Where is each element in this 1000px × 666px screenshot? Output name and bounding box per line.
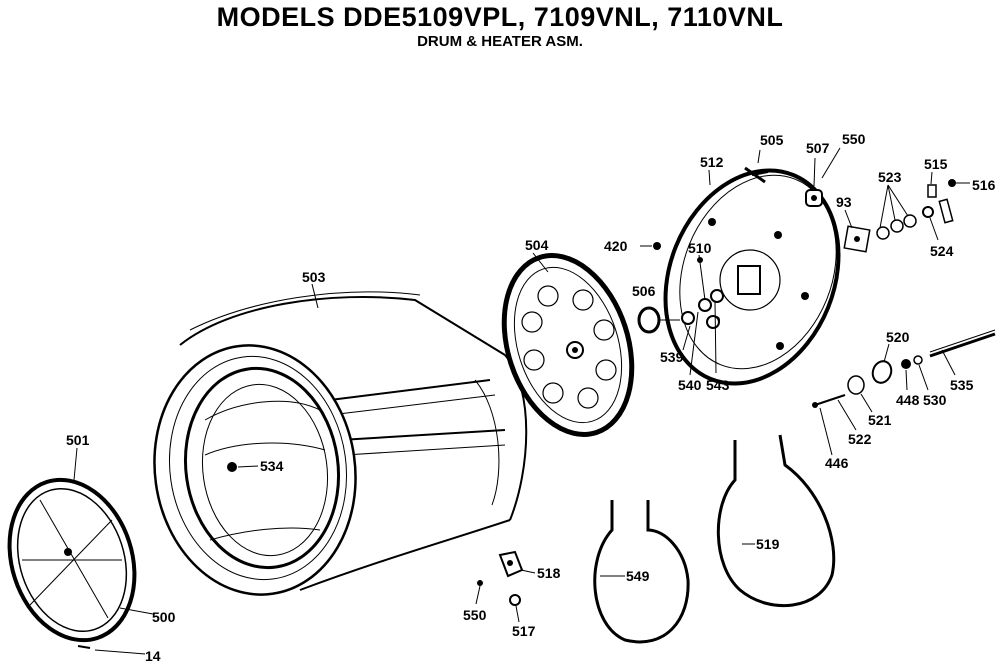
label-549: 549 [626,568,650,584]
part-labels: 503 504 501 500 14 534 512 420 510 506 5… [66,131,996,664]
label-505: 505 [760,132,784,148]
page-subtitle: DRUM & HEATER ASM. [417,33,583,50]
label-524: 524 [930,243,954,259]
label-540: 540 [678,377,702,393]
label-523: 523 [878,169,902,185]
label-512: 512 [700,154,724,170]
label-520: 520 [886,329,910,345]
label-448: 448 [896,392,920,408]
drum-503 [153,291,528,596]
belt-ring-549 [593,500,690,644]
label-507: 507 [806,140,830,156]
label-517: 517 [512,623,536,639]
label-14: 14 [145,648,161,664]
label-518: 518 [537,565,561,581]
heater-rear-plate-512 [663,168,841,386]
front-seal-ring-501 [7,477,137,643]
leader-lines [73,147,956,655]
spring-ring-519 [716,434,836,608]
label-535: 535 [950,377,974,393]
label-503: 503 [302,269,326,285]
label-519: 519 [756,536,780,552]
label-521: 521 [868,412,892,428]
drum-rear-plate-504 [501,253,635,437]
label-530: 530 [923,392,947,408]
label-543: 543 [706,377,730,393]
label-550-top: 550 [842,131,866,147]
label-500: 500 [152,609,176,625]
diagram-header: MODELS DDE5109VPL, 7109VNL, 7110VNL DRUM… [0,0,1000,50]
label-539: 539 [660,349,684,365]
label-516: 516 [972,177,996,193]
hardware-parts [77,166,996,649]
page-title: MODELS DDE5109VPL, 7109VNL, 7110VNL [216,2,784,32]
label-504: 504 [525,237,549,253]
label-446: 446 [825,455,849,471]
label-550-bottom: 550 [463,607,487,623]
label-534: 534 [260,458,284,474]
label-501: 501 [66,432,90,448]
label-506: 506 [632,283,656,299]
label-510: 510 [688,240,712,256]
label-522: 522 [848,431,872,447]
label-515: 515 [924,156,948,172]
label-420: 420 [604,238,628,254]
label-93: 93 [836,194,852,210]
